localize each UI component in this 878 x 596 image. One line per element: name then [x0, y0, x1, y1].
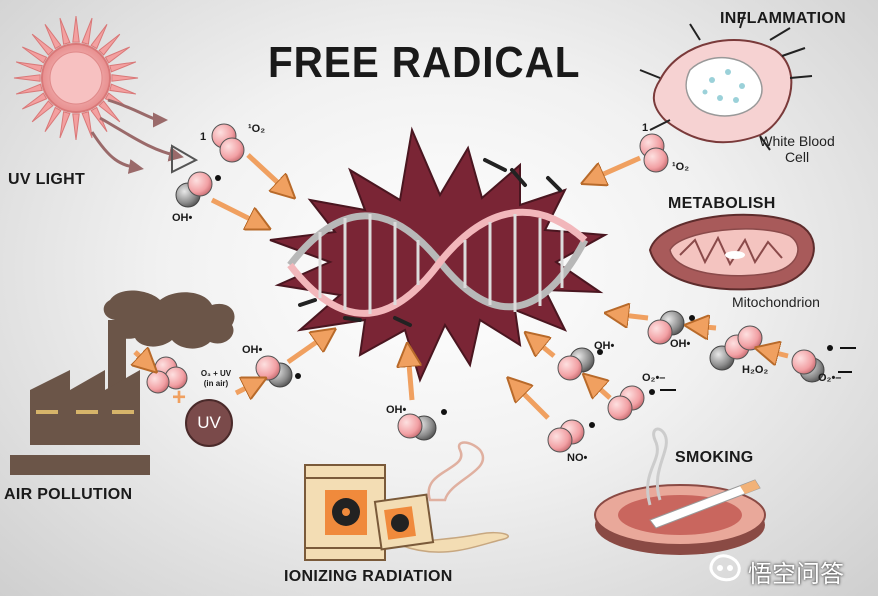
label-radiation-hydroxyl: OH• [386, 404, 407, 416]
triangle-icon [171, 144, 199, 174]
diagram-title: FREE RADICAL [268, 38, 581, 87]
label-mito-superoxide: O₂•– [818, 372, 842, 384]
sun-ray [22, 92, 48, 110]
sun-ray [15, 83, 43, 95]
uv-circle [185, 399, 233, 447]
label-center-superoxide: O₂•– [642, 372, 666, 384]
label-uv-one: 1 [200, 131, 207, 143]
label-hydrogen-peroxide: H₂O₂ [742, 364, 769, 376]
sun-ray [59, 111, 71, 139]
label-white-blood-cell: White Blood Cell [759, 133, 835, 165]
label-smoking: SMOKING [675, 449, 754, 466]
label-inflammation: INFLAMMATION [720, 10, 846, 27]
label-uv-light: UV LIGHT [8, 171, 86, 188]
ashtray-icon [594, 427, 766, 555]
sun-ray [109, 61, 137, 73]
sun-ray [15, 61, 43, 73]
label-mitochondrion: Mitochondrion [732, 294, 820, 310]
label-metabolism: METABOLISH [668, 195, 776, 212]
arrows [135, 153, 789, 420]
sun-ray [111, 74, 139, 82]
watermark: 悟空问答 [704, 550, 874, 588]
sun-ray [90, 24, 108, 50]
dna-helix [287, 158, 589, 327]
sun-ray [81, 17, 93, 45]
label-inflammation-singlet-oxygen: ¹O₂ [672, 161, 690, 173]
sun-ray [72, 113, 80, 141]
sun-ray [72, 15, 80, 43]
label-ozone-uv: O₃ + UV [200, 369, 232, 378]
sun-ray [44, 106, 62, 132]
label-in-air: (in air) [203, 379, 229, 388]
label-uv-hydroxyl: OH• [172, 212, 193, 224]
watermark-logo-icon [709, 554, 741, 582]
sun-ray [98, 33, 121, 56]
plus-icon: + [172, 384, 186, 411]
label-air-pollution: AIR POLLUTION [4, 486, 133, 503]
watermark-text: 悟空问答 [748, 561, 844, 588]
label-inflammation-one: 1 [642, 122, 649, 134]
sun-ray [98, 100, 121, 123]
sun-ray [31, 100, 54, 123]
label-nitric-oxide: NO• [567, 452, 588, 464]
sun-ray [59, 17, 71, 45]
radiation-barrels-icon [304, 441, 509, 561]
sun-ray [109, 83, 137, 95]
sun-ray [104, 46, 130, 64]
sun-ray [81, 111, 93, 139]
uv-ray-arrows [90, 98, 184, 174]
sun-ray [44, 24, 62, 50]
label-center-hydroxyl: OH• [594, 340, 615, 352]
white-blood-cell-icon [639, 11, 813, 151]
label-mito-hydroxyl: OH• [670, 338, 691, 350]
sun-ray [22, 46, 48, 64]
label-uv-singlet-oxygen: ¹O₂ [248, 123, 266, 135]
label-ionizing-radiation: IONIZING RADIATION [284, 568, 453, 585]
sun-ray [31, 33, 54, 56]
sun-ray [13, 74, 41, 82]
label-pollution-hydroxyl: OH• [242, 344, 263, 356]
factory-icon [10, 290, 235, 475]
sun-icon [13, 15, 139, 141]
mitochondrion-icon [648, 213, 815, 291]
uv-circle-label: UV [197, 413, 221, 432]
